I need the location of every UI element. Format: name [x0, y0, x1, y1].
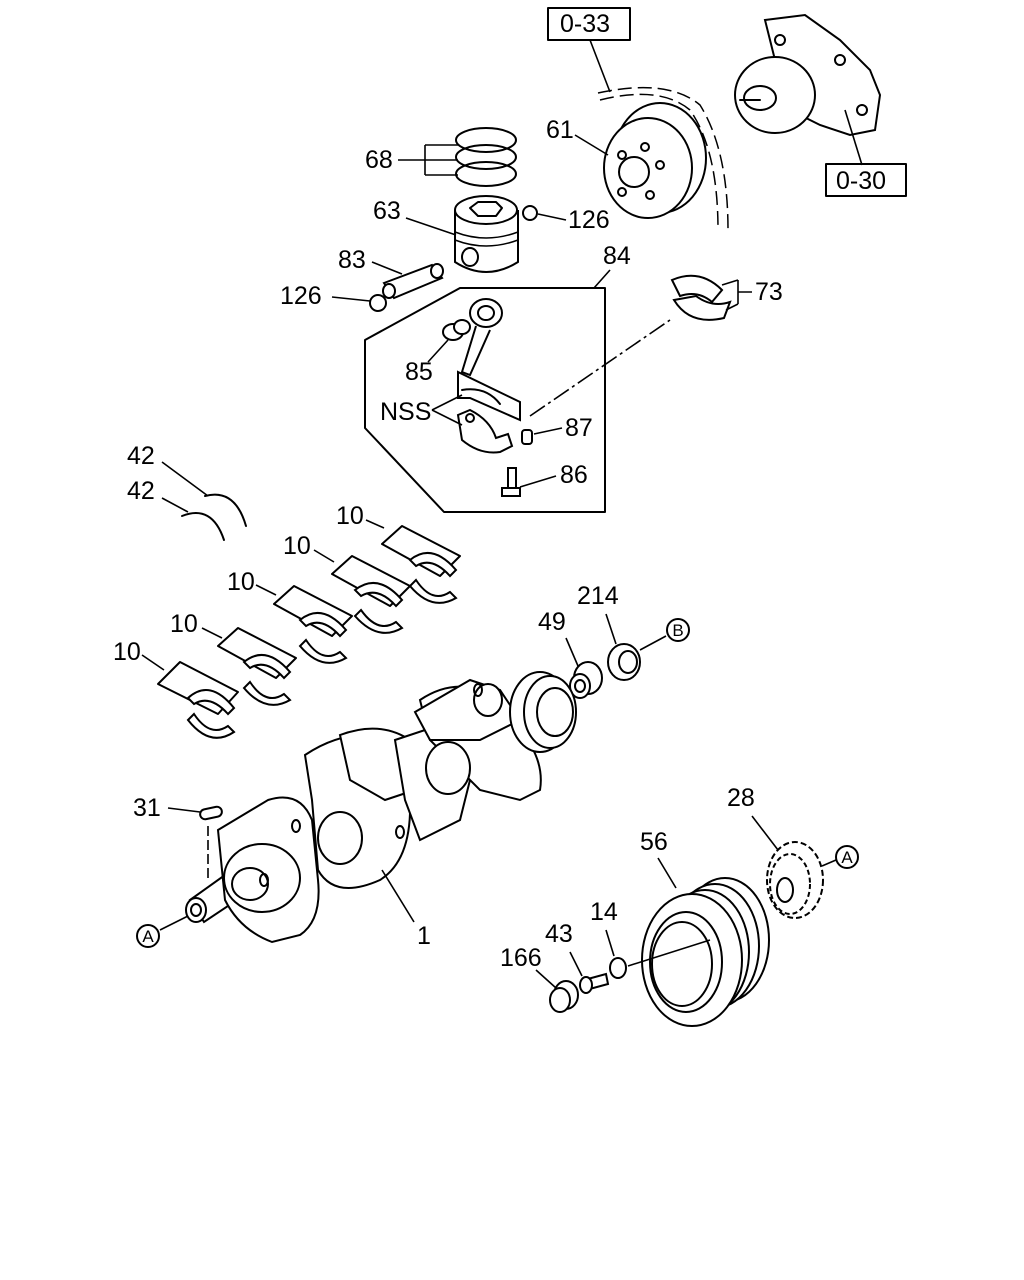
- part-label-84: 84: [603, 242, 631, 270]
- bolt-86[interactable]: [501, 467, 521, 497]
- part-label-10-2: 10: [283, 532, 311, 560]
- pulley-61[interactable]: [603, 102, 707, 219]
- snap-ring-126-lower[interactable]: [369, 294, 387, 312]
- main-bearing-10-3[interactable]: [273, 585, 353, 664]
- reference-letter-b: B: [672, 621, 683, 640]
- main-bearing-10-1[interactable]: [381, 525, 461, 604]
- part-label-68: 68: [365, 146, 393, 174]
- reference-box-0-30[interactable]: 0-30: [825, 163, 907, 197]
- reference-circle-a-right[interactable]: A: [835, 845, 859, 869]
- connecting-rod-bearing-73[interactable]: [670, 274, 732, 321]
- part-label-166: 166: [500, 944, 542, 972]
- label-nss: NSS: [380, 398, 431, 426]
- leader-0-33: [589, 39, 611, 93]
- part-label-10-4: 10: [170, 610, 198, 638]
- part-label-126-upper: 126: [568, 206, 610, 234]
- part-label-28: 28: [727, 784, 755, 812]
- part-label-42-upper: 42: [127, 442, 155, 470]
- part-label-31: 31: [133, 794, 161, 822]
- oil-seal-214[interactable]: [607, 643, 641, 681]
- snap-ring-126-upper[interactable]: [522, 205, 538, 221]
- washer-14[interactable]: [609, 957, 627, 979]
- reference-letter-a-right: A: [841, 848, 853, 867]
- crankshaft-1[interactable]: [185, 671, 577, 944]
- nut-87[interactable]: [521, 429, 533, 445]
- main-bearing-10-2[interactable]: [331, 555, 411, 634]
- plug-166[interactable]: [549, 980, 579, 1013]
- piston-63[interactable]: [454, 195, 519, 273]
- reference-label-0-30: 0-30: [836, 167, 886, 195]
- piston-rings-68[interactable]: [455, 127, 517, 187]
- part-label-214: 214: [577, 582, 619, 610]
- connecting-rod-assembly-84[interactable]: [364, 287, 606, 513]
- woodruff-key-31[interactable]: [199, 805, 223, 821]
- main-bearing-10-5[interactable]: [157, 661, 239, 739]
- reference-circle-a-left[interactable]: A: [136, 924, 160, 948]
- pilot-bearing-49[interactable]: [569, 661, 603, 699]
- part-label-10-5: 10: [113, 638, 141, 666]
- reference-label-0-33: 0-33: [560, 10, 610, 38]
- crankshaft-gear-28[interactable]: [766, 841, 824, 919]
- connecting-rod-cap[interactable]: [456, 408, 514, 454]
- part-label-1: 1: [417, 922, 431, 950]
- water-pump[interactable]: [734, 13, 882, 137]
- part-label-10-3: 10: [227, 568, 255, 596]
- part-label-61: 61: [546, 116, 574, 144]
- reference-letter-a-left: A: [142, 927, 154, 946]
- part-label-83: 83: [338, 246, 366, 274]
- damper-pulley-56[interactable]: [641, 877, 770, 1027]
- part-label-56: 56: [640, 828, 668, 856]
- part-label-43: 43: [545, 920, 573, 948]
- part-label-14: 14: [590, 898, 618, 926]
- thrust-washers-42[interactable]: [181, 493, 247, 541]
- part-label-87: 87: [565, 414, 593, 442]
- part-label-85: 85: [405, 358, 433, 386]
- part-label-73: 73: [755, 278, 783, 306]
- reference-box-0-33[interactable]: 0-33: [547, 7, 631, 41]
- bolt-43[interactable]: [579, 972, 610, 994]
- bushing-85[interactable]: [442, 319, 471, 341]
- reference-circle-b[interactable]: B: [666, 618, 690, 642]
- part-label-126-lower: 126: [280, 282, 322, 310]
- main-bearing-10-4[interactable]: [217, 627, 297, 706]
- part-label-42-lower: 42: [127, 477, 155, 505]
- piston-pin-83[interactable]: [382, 263, 444, 300]
- connecting-rod[interactable]: [457, 298, 521, 422]
- drive-belt: [597, 86, 729, 231]
- part-label-86: 86: [560, 461, 588, 489]
- part-label-63: 63: [373, 197, 401, 225]
- part-label-10-1: 10: [336, 502, 364, 530]
- part-label-49: 49: [538, 608, 566, 636]
